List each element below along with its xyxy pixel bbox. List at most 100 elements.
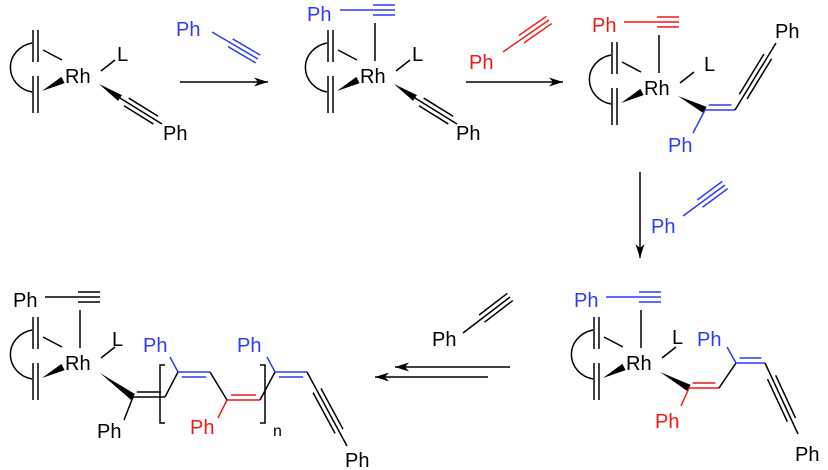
rh-ligand-bond — [661, 346, 677, 359]
triple-bond — [478, 292, 508, 316]
ligand-label: L — [112, 329, 123, 351]
rh-label: Rh — [626, 353, 652, 375]
blue-phenyl-label: Ph — [697, 329, 721, 351]
single-bond — [680, 387, 690, 407]
triple-bond — [227, 46, 257, 64]
rh-ligand-bond — [395, 59, 411, 72]
triple-bond — [320, 388, 344, 430]
arrow-head — [635, 244, 645, 258]
triple-bond — [518, 15, 547, 37]
reagent-phenylacetylene-3: Ph — [651, 216, 675, 238]
triple-bond — [128, 97, 159, 117]
coordinated-phenyl-label: Ph — [13, 290, 37, 312]
wedge-bond — [100, 373, 136, 400]
single-bond — [123, 396, 134, 421]
diene-arc — [9, 42, 33, 93]
single-bond — [692, 109, 706, 134]
rh-label: Rh — [65, 66, 91, 88]
rh-label: Rh — [644, 78, 670, 100]
triple-bond — [738, 53, 765, 95]
single-bond — [259, 371, 276, 401]
rh-ligand-bond — [100, 346, 116, 359]
diene-arc — [588, 54, 612, 105]
triple-bond — [502, 19, 550, 53]
arrow-head — [395, 362, 409, 372]
rh-olefin-bond — [621, 61, 642, 73]
triple-bond — [764, 362, 799, 435]
alkyne-phenyl-label: Ph — [345, 450, 369, 470]
triple-bond — [232, 38, 261, 56]
triple-bond — [119, 97, 163, 125]
wedge-bond — [42, 363, 65, 378]
triple-bond — [312, 392, 336, 434]
triple-bond — [682, 184, 726, 217]
single-bond — [217, 399, 228, 419]
complex-2: Rh L Ph Ph — [307, 4, 480, 145]
wedge-bond — [337, 76, 360, 91]
coordinated-phenyl-label: Ph — [574, 290, 598, 312]
phenyl-label: Ph — [456, 123, 480, 145]
ligand-label: L — [412, 44, 423, 66]
diene-arc — [570, 329, 594, 380]
bonds — [9, 4, 799, 447]
triple-bond — [746, 58, 773, 100]
ligand-label: L — [117, 44, 128, 66]
triple-bond — [211, 31, 259, 60]
repeat-index: n — [273, 423, 282, 440]
complex-4: Rh L Ph Ph Ph Ph — [574, 290, 819, 466]
triple-bond — [484, 299, 514, 323]
vinyl-phenyl-label: Ph — [668, 135, 692, 157]
single-bond — [266, 356, 276, 373]
diene-arc — [304, 42, 328, 93]
triple-bond — [523, 23, 552, 44]
ligand-label: L — [704, 54, 715, 76]
triple-bond — [123, 105, 154, 125]
red-phenyl-label: Ph — [190, 417, 214, 439]
wedge-bond — [42, 76, 65, 91]
rh-label: Rh — [65, 353, 91, 375]
wedge-bond — [660, 372, 691, 392]
triple-bond — [702, 188, 729, 208]
triple-bond — [775, 374, 797, 419]
single-bond — [169, 356, 179, 373]
single-bond — [726, 346, 737, 364]
wedge-bond — [99, 84, 122, 101]
coordinated-phenyl-label: Ph — [592, 15, 616, 37]
triple-bond — [414, 97, 458, 125]
complex-1: Rh L Ph — [65, 44, 187, 145]
triple-bond — [418, 105, 449, 125]
rh-ligand-bond — [100, 59, 116, 72]
arrow-head — [375, 372, 389, 382]
reagent-phenylacetylene-2: Ph — [469, 52, 493, 74]
wedge-bond — [394, 84, 417, 101]
triple-bond — [734, 42, 777, 111]
alkyne-phenyl-label: Ph — [795, 444, 819, 466]
diene-arc — [9, 329, 33, 380]
arrow-head — [254, 77, 268, 87]
rh-olefin-bond — [337, 49, 358, 61]
arrow-head — [549, 77, 563, 87]
repeat-bracket — [159, 364, 165, 424]
reagent-phenylacetylene-1: Ph — [176, 19, 200, 41]
wedge-bond — [603, 363, 626, 378]
triple-bond — [423, 97, 454, 117]
alkyne-phenyl-label: Ph — [775, 21, 799, 43]
wedge-bond — [678, 96, 707, 114]
triple-bond — [696, 180, 723, 201]
rh-ligand-bond — [679, 71, 695, 84]
triple-bond — [306, 371, 348, 447]
coordinated-phenyl-label: Ph — [307, 4, 331, 26]
rh-label: Rh — [360, 66, 386, 88]
repeat-bracket — [260, 364, 266, 424]
reagent-phenylacetylene-4: Ph — [432, 329, 456, 351]
blue-phenyl-label-1: Ph — [143, 335, 167, 357]
single-bond — [718, 362, 737, 389]
triple-bond — [462, 296, 511, 334]
wedge-bond — [621, 88, 644, 103]
triple-bond — [766, 378, 788, 423]
single-bond — [209, 371, 228, 401]
rh-olefin-bond — [42, 49, 63, 61]
single-bond — [164, 371, 179, 398]
